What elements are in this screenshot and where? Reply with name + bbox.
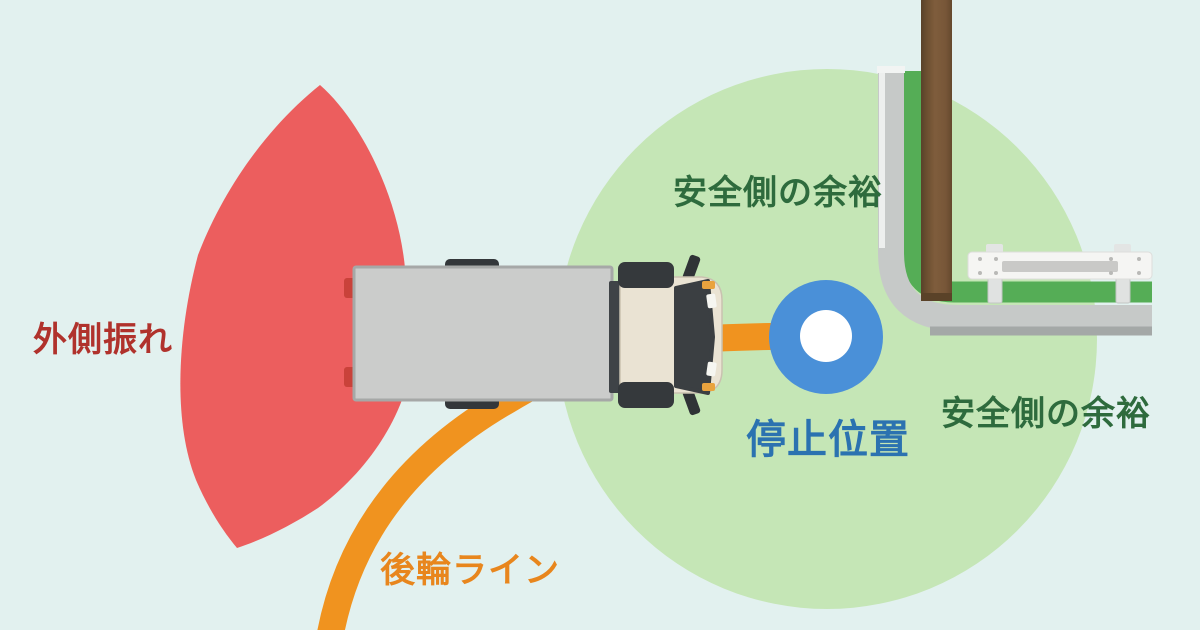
- pole-shaft: [921, 0, 952, 301]
- stop-position-marker: [769, 280, 883, 394]
- label-safety-margin-right: 安全側の余裕: [941, 395, 1151, 433]
- trailer-box: [352, 265, 614, 402]
- guardrail: [967, 244, 1153, 304]
- label-outer-swing: 外側振れ: [33, 321, 173, 359]
- mirror-top: [682, 254, 701, 282]
- marker-light-top: [702, 281, 715, 289]
- label-stop-position: 停止位置: [746, 418, 910, 462]
- marker-light-bottom: [702, 383, 715, 391]
- headlight-bottom: [706, 361, 717, 377]
- curb-top-cap: [877, 66, 905, 73]
- guardrail-bolts: [978, 257, 1141, 275]
- truck: [344, 254, 723, 416]
- label-rear-wheel-line: 後輪ライン: [380, 551, 561, 590]
- target-dot-center: [800, 310, 852, 362]
- curb: [878, 71, 1152, 331]
- guardrail-beam-groove: [1002, 261, 1118, 272]
- headlight-top: [706, 293, 717, 309]
- cab-wheel-bottom: [618, 382, 674, 408]
- utility-pole: [921, 0, 952, 301]
- cab-wheel-top: [618, 262, 674, 288]
- mirror-bottom: [682, 388, 701, 416]
- label-safety-margin-top: 安全側の余裕: [673, 174, 883, 212]
- outer-swing-area: [180, 85, 405, 548]
- pole-base-shadow: [921, 293, 952, 301]
